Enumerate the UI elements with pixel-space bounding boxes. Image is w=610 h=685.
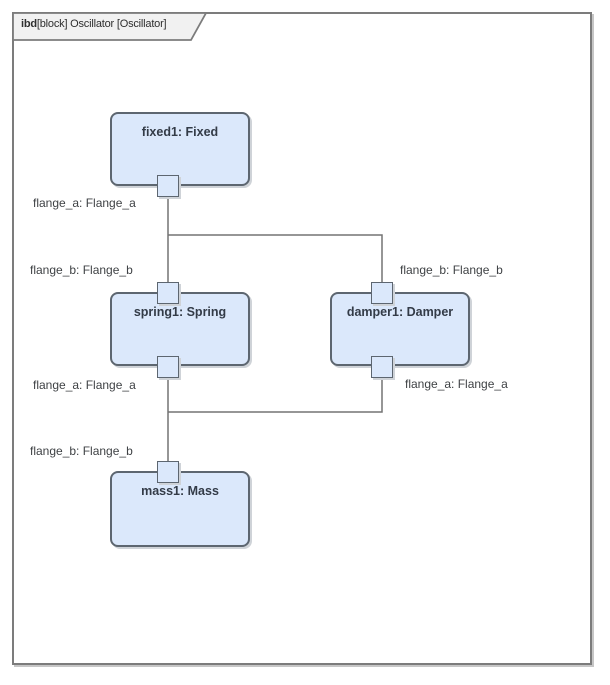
block-mass1-label: mass1: Mass (141, 484, 219, 498)
port-label-spring1-flange-a: flange_a: Flange_a (33, 378, 136, 392)
block-spring1-label: spring1: Spring (133, 305, 227, 319)
port-fixed1-flange-a[interactable] (157, 175, 179, 197)
port-label-damper1-flange-b: flange_b: Flange_b (400, 263, 503, 277)
port-label-mass1-flange-b: flange_b: Flange_b (30, 444, 133, 458)
block-spring1[interactable]: spring1: Spring (110, 292, 250, 366)
block-damper1-label: damper1: Damper (346, 305, 454, 319)
block-fixed1-label: fixed1: Fixed (141, 125, 219, 139)
frame-keyword: ibd (21, 18, 37, 30)
frame-tab (12, 12, 208, 41)
connector-fixed1-to-spring1-damper1[interactable] (167, 197, 383, 282)
port-label-damper1-flange-a: flange_a: Flange_a (405, 377, 508, 391)
connector-spring1-damper1-to-mass1[interactable] (167, 378, 383, 461)
block-mass1[interactable]: mass1: Mass (110, 471, 250, 547)
frame-title: [block] Oscillator [Oscillator] (36, 18, 167, 30)
port-spring1-flange-b[interactable] (157, 282, 179, 304)
port-spring1-flange-a[interactable] (157, 356, 179, 378)
frame-tab-shape (12, 12, 208, 41)
port-damper1-flange-a[interactable] (371, 356, 393, 378)
frame-tab-label: ibd[block] Oscillator [Oscillator] (21, 18, 201, 30)
port-mass1-flange-b[interactable] (157, 461, 179, 483)
port-label-spring1-flange-b: flange_b: Flange_b (30, 263, 133, 277)
port-damper1-flange-b[interactable] (371, 282, 393, 304)
diagram-frame (12, 12, 592, 665)
block-damper1[interactable]: damper1: Damper (330, 292, 470, 366)
block-fixed1[interactable]: fixed1: Fixed (110, 112, 250, 186)
port-label-fixed1-flange-a: flange_a: Flange_a (33, 196, 136, 210)
